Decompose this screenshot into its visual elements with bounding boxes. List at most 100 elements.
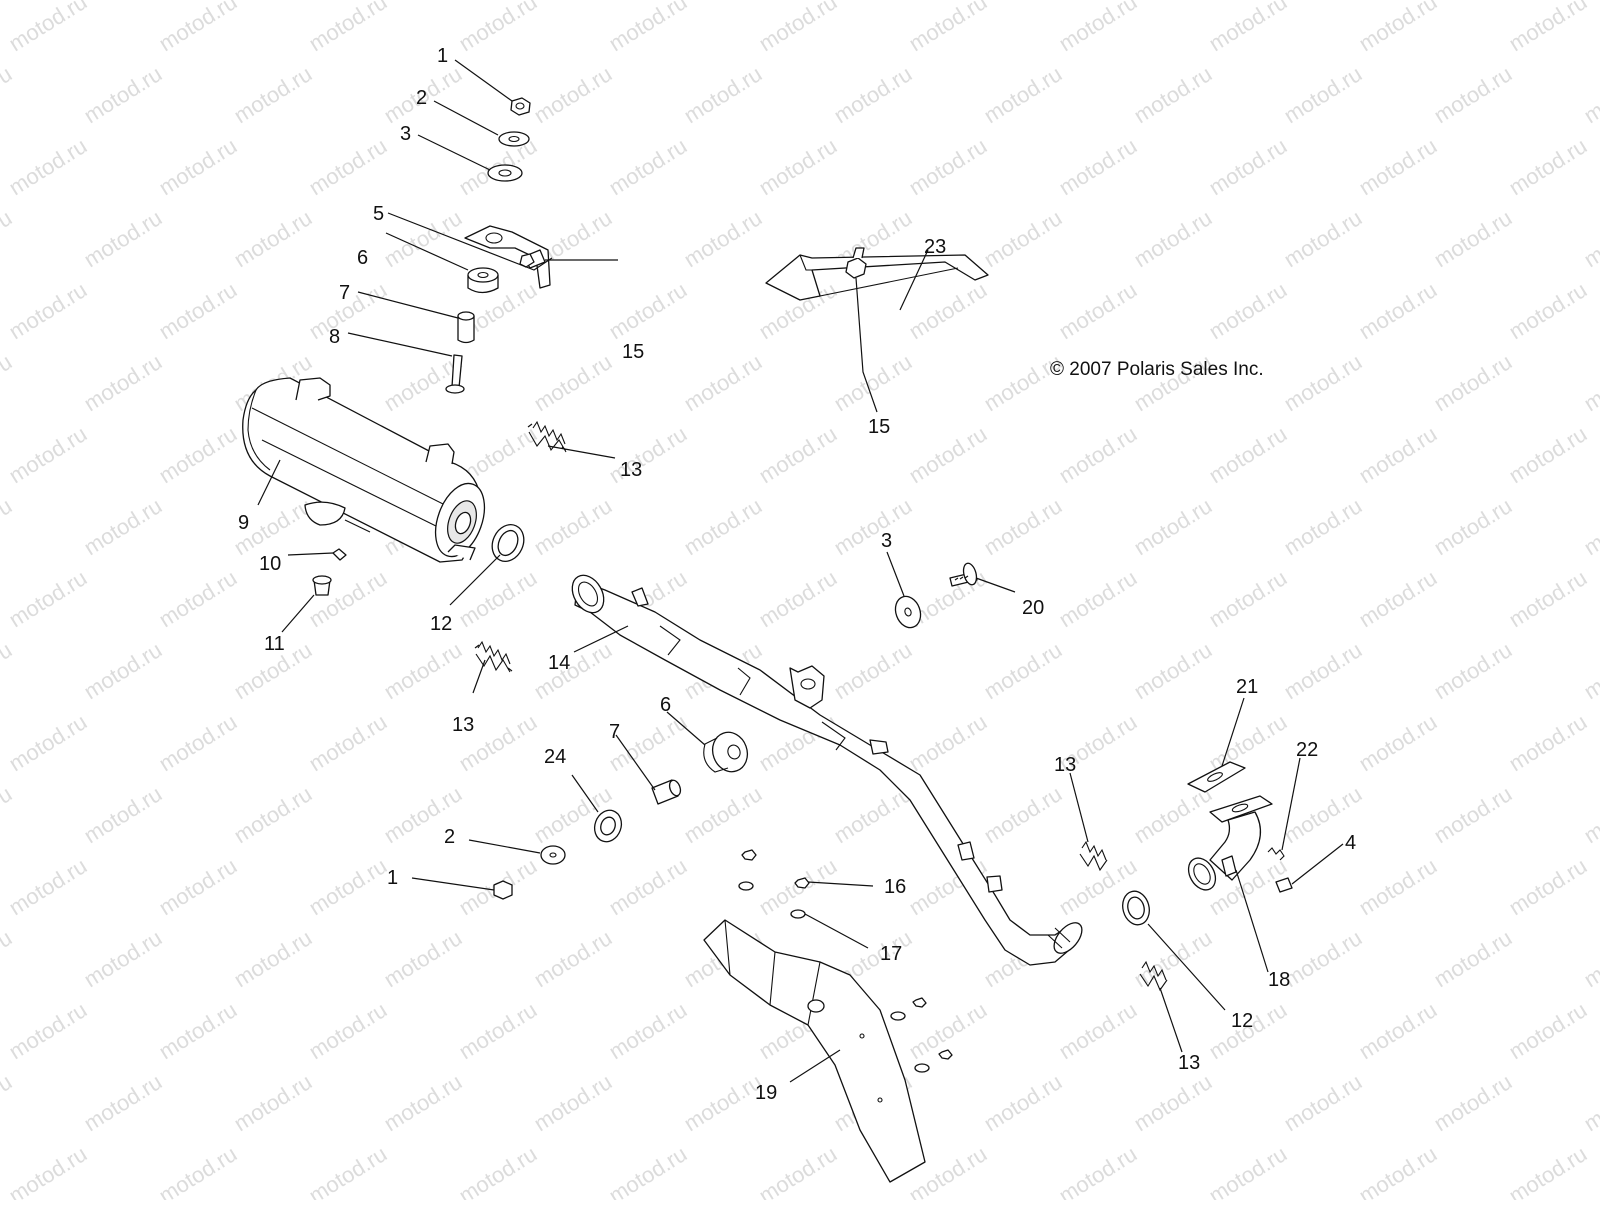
callout-19: 19 bbox=[755, 1082, 777, 1104]
watermark-text: motod.ru bbox=[1354, 997, 1441, 1064]
part-16-fastener-3 bbox=[912, 997, 927, 1008]
watermark-text: motod.ru bbox=[529, 637, 616, 704]
watermark-text: motod.ru bbox=[1204, 709, 1291, 776]
watermark-text: motod.ru bbox=[1429, 781, 1516, 848]
watermark-text: motod.ru bbox=[1354, 1141, 1441, 1200]
watermark-text: motod.ru bbox=[1129, 493, 1216, 560]
part-16-fastener-1 bbox=[741, 849, 757, 861]
watermark-text: motod.ru bbox=[1504, 853, 1591, 920]
part-3-washer-top bbox=[487, 164, 523, 182]
watermark-text: motod.ru bbox=[1504, 421, 1591, 488]
part-6-grommet-top bbox=[467, 267, 499, 294]
watermark-text: motod.ru bbox=[304, 853, 391, 920]
callout-13-right: 13 bbox=[1054, 754, 1076, 776]
part-13-spring-bottom bbox=[1139, 960, 1168, 992]
watermark-text: motod.ru bbox=[79, 61, 166, 128]
callout-7-top: 7 bbox=[339, 282, 350, 304]
watermark-text: motod.ru bbox=[1579, 637, 1600, 704]
watermark-text: motod.ru bbox=[1504, 997, 1591, 1064]
watermark-text: motod.ru bbox=[379, 1069, 466, 1136]
part-17-washer-2 bbox=[790, 909, 806, 919]
watermark-text: motod.ru bbox=[1354, 421, 1441, 488]
watermark-text: motod.ru bbox=[829, 637, 916, 704]
watermark-text: motod.ru bbox=[0, 925, 16, 992]
watermark-text: motod.ru bbox=[1054, 421, 1141, 488]
watermark-text: motod.ru bbox=[229, 61, 316, 128]
watermark-text: motod.ru bbox=[4, 277, 91, 344]
watermark-text: motod.ru bbox=[829, 349, 916, 416]
watermark-text: motod.ru bbox=[1579, 61, 1600, 128]
watermark-text: motod.ru bbox=[1054, 0, 1141, 56]
watermark-text: motod.ru bbox=[379, 637, 466, 704]
watermark-text: motod.ru bbox=[4, 709, 91, 776]
part-14-head-pipe bbox=[571, 574, 1083, 966]
watermark-text: motod.ru bbox=[4, 853, 91, 920]
part-18-exhaust-flange-pipe bbox=[1187, 795, 1273, 891]
watermark-text: motod.ru bbox=[904, 133, 991, 200]
watermark-text: motod.ru bbox=[79, 781, 166, 848]
watermark-text: motod.ru bbox=[154, 997, 241, 1064]
watermark-text: motod.ru bbox=[79, 925, 166, 992]
watermark-text: motod.ru bbox=[1279, 637, 1366, 704]
part-7-sleeve-lower bbox=[651, 779, 682, 805]
callout-23: 23 bbox=[924, 236, 946, 258]
watermark-text: motod.ru bbox=[1429, 637, 1516, 704]
watermark-text: motod.ru bbox=[679, 493, 766, 560]
callout-14: 14 bbox=[548, 652, 570, 674]
watermark-text: motod.ru bbox=[4, 1141, 91, 1200]
watermark-text: motod.ru bbox=[529, 1069, 616, 1136]
watermark-text: motod.ru bbox=[1579, 205, 1600, 272]
watermark-text: motod.ru bbox=[754, 133, 841, 200]
watermark-text: motod.ru bbox=[454, 1141, 541, 1200]
watermark-text: motod.ru bbox=[4, 421, 91, 488]
watermark-text: motod.ru bbox=[979, 493, 1066, 560]
part-22-clip bbox=[1267, 847, 1285, 861]
watermark-text: motod.ru bbox=[1279, 925, 1366, 992]
watermark-text: motod.ru bbox=[1429, 61, 1516, 128]
part-6-grommet-lower bbox=[703, 731, 749, 773]
watermark-text: motod.ru bbox=[1279, 349, 1366, 416]
watermark-text: motod.ru bbox=[229, 1069, 316, 1136]
part-15-bolt-shield bbox=[845, 247, 867, 279]
watermark-text: motod.ru bbox=[529, 925, 616, 992]
watermark-text: motod.ru bbox=[454, 997, 541, 1064]
watermark-text: motod.ru bbox=[679, 1069, 766, 1136]
watermark-text: motod.ru bbox=[979, 205, 1066, 272]
watermark-text: motod.ru bbox=[754, 1141, 841, 1200]
watermark-text: motod.ru bbox=[4, 0, 91, 56]
watermark-text: motod.ru bbox=[1204, 1141, 1291, 1200]
part-10-pin bbox=[332, 548, 347, 561]
part-20-stud bbox=[949, 562, 978, 587]
watermark-text: motod.ru bbox=[679, 781, 766, 848]
part-12-gasket-muffler bbox=[491, 524, 525, 562]
callout-12-right: 12 bbox=[1231, 1010, 1253, 1032]
callout-7-lower: 7 bbox=[609, 721, 620, 743]
watermark-text: motod.ru bbox=[1429, 925, 1516, 992]
watermark-text: motod.ru bbox=[1354, 133, 1441, 200]
watermark-text: motod.ru bbox=[79, 349, 166, 416]
watermark-text: motod.ru bbox=[1579, 493, 1600, 560]
callout-6-top: 6 bbox=[357, 247, 368, 269]
watermark-text: motod.ru bbox=[4, 997, 91, 1064]
part-19-lower-heat-shield bbox=[703, 919, 926, 1183]
watermark-text: motod.ru bbox=[0, 1069, 16, 1136]
watermark-text: motod.ru bbox=[154, 421, 241, 488]
watermark-text: motod.ru bbox=[454, 0, 541, 56]
part-2-washer-top bbox=[498, 131, 530, 147]
callout-11: 11 bbox=[264, 633, 285, 655]
watermark-text: motod.ru bbox=[154, 853, 241, 920]
part-23-heat-shield bbox=[765, 254, 989, 301]
watermark-text: motod.ru bbox=[379, 925, 466, 992]
watermark-text: motod.ru bbox=[904, 709, 991, 776]
part-17-washer-1 bbox=[738, 881, 754, 891]
watermark-text: motod.ru bbox=[529, 61, 616, 128]
part-11-plug bbox=[312, 575, 332, 596]
watermark-text: motod.ru bbox=[154, 1141, 241, 1200]
watermark-text: motod.ru bbox=[1579, 1069, 1600, 1136]
watermark-text: motod.ru bbox=[1429, 1069, 1516, 1136]
watermark-text: motod.ru bbox=[1504, 709, 1591, 776]
part-1-nut-top bbox=[510, 97, 531, 116]
part-13-spring-right bbox=[1079, 840, 1108, 872]
watermark-text: motod.ru bbox=[1129, 637, 1216, 704]
watermark-text: motod.ru bbox=[154, 565, 241, 632]
